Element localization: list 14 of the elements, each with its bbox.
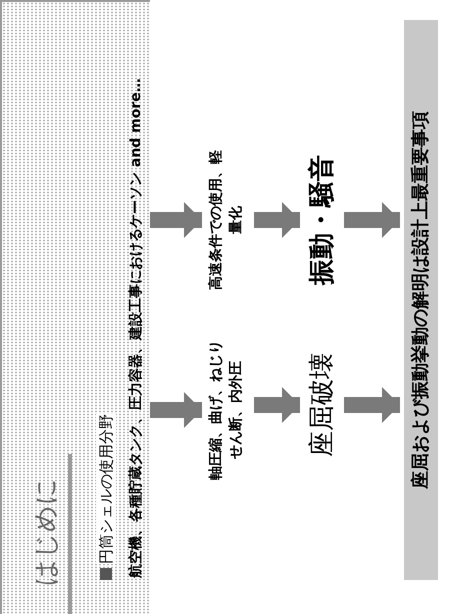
condition-text: 高速条件での使用、軽量化 bbox=[206, 150, 250, 290]
applications-text: 航空機、各種貯蔵タンク、圧力容器、建設工事におけるケーソン and more… bbox=[126, 18, 146, 578]
load-text: 軸圧縮、曲げ、ねじりせん断、内外圧 bbox=[206, 335, 250, 485]
buckling-text: 座屈破壊 bbox=[304, 340, 340, 470]
block-arrow bbox=[150, 392, 202, 428]
block-arrow bbox=[254, 202, 300, 238]
title: はじめに bbox=[30, 478, 62, 586]
heading-text: 円筒シェルの使用分野 bbox=[96, 414, 116, 564]
vibration-text: 振動・騒音 bbox=[304, 150, 340, 290]
block-arrow bbox=[150, 202, 202, 238]
block-arrow bbox=[344, 202, 400, 238]
block-arrow bbox=[344, 387, 400, 423]
block-arrow bbox=[254, 387, 300, 423]
conclusion-bar: 座屈および振動挙動の解明は設計上最重要事項 bbox=[404, 20, 438, 580]
